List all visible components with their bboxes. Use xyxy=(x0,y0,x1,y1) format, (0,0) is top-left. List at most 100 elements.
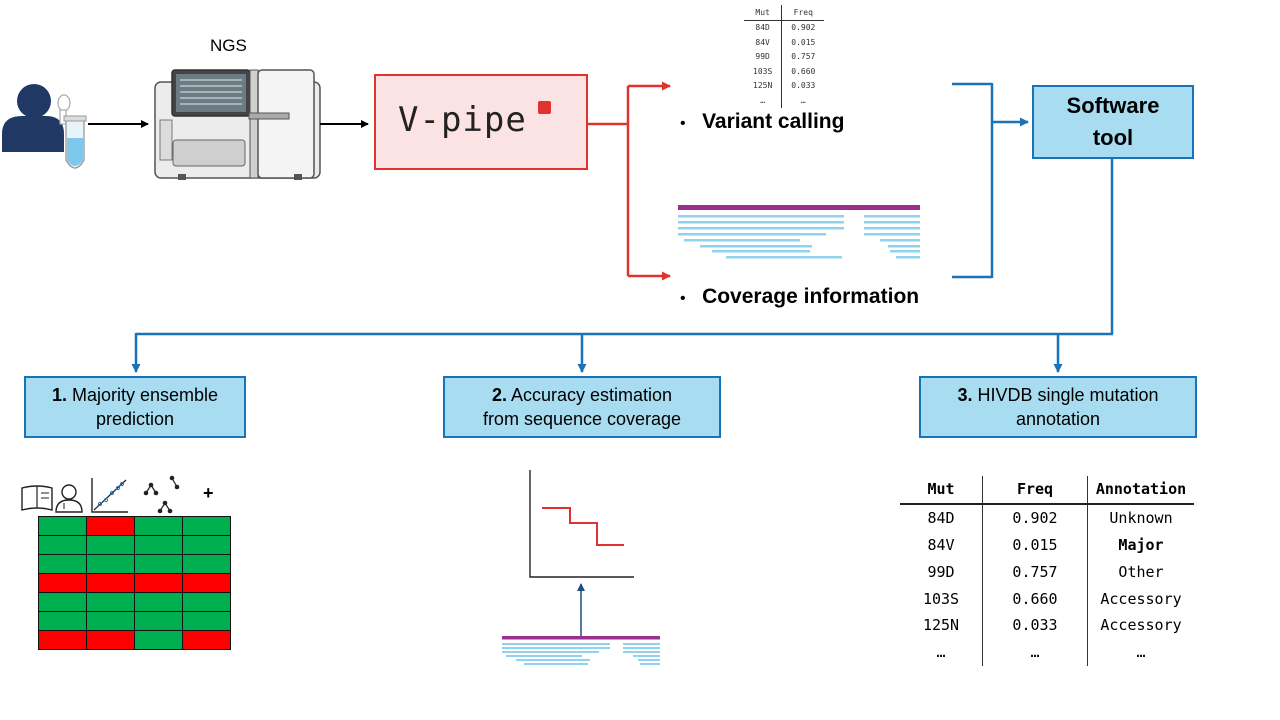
annotation-table-header: Annotation xyxy=(1087,476,1194,505)
table-cell: 0.902 xyxy=(791,23,816,33)
grid-cell-green xyxy=(38,535,87,555)
book-icon xyxy=(21,485,53,511)
grid-row xyxy=(38,516,231,536)
small-table-header: Freq xyxy=(781,5,825,21)
blue-distribution-connector xyxy=(131,159,1114,373)
ensemble-prediction-grid xyxy=(38,516,231,650)
table-cell: 0.902 xyxy=(982,503,1088,532)
table-cell: … xyxy=(744,93,783,108)
grid-cell-red xyxy=(86,516,135,536)
small-table-header: Mut xyxy=(744,5,783,21)
grid-cell-green xyxy=(86,535,135,555)
grid-cell-green xyxy=(182,611,231,631)
table-row: ……… xyxy=(900,638,1194,666)
table-cell: … xyxy=(1136,643,1146,662)
table-row: 84D 0.902 xyxy=(744,20,824,35)
grid-cell-green xyxy=(86,554,135,574)
vpipe-box xyxy=(374,74,588,170)
variant-calling-item: • Variant calling xyxy=(680,110,844,134)
accuracy-step-plot xyxy=(529,470,634,578)
coverage-reads-icon xyxy=(678,205,920,259)
grid-row xyxy=(38,611,231,631)
software-tool-box: Software tool xyxy=(1032,85,1194,159)
grid-cell-green xyxy=(38,516,87,536)
grid-cell-green xyxy=(86,592,135,612)
table-cell: 84V xyxy=(744,35,783,50)
bullet-icon: • xyxy=(680,115,686,132)
grid-cell-red xyxy=(134,573,183,593)
annotation-table-header: Freq xyxy=(982,476,1088,505)
table-cell: 125N xyxy=(900,611,983,639)
doctor-icon xyxy=(55,484,83,513)
grid-cell-green xyxy=(134,516,183,536)
task-subtitle: from sequence coverage xyxy=(482,409,682,429)
table-cell: Accessory xyxy=(1100,616,1182,635)
grid-cell-green xyxy=(182,516,231,536)
vpipe-label: V-pipe xyxy=(398,100,527,140)
table-cell: Accessory xyxy=(1100,589,1182,608)
grid-cell-green xyxy=(182,592,231,612)
table-cell: 0.033 xyxy=(791,81,816,91)
table-row: …… xyxy=(744,93,824,108)
table-cell: 0.033 xyxy=(982,611,1088,639)
task-title: Accuracy estimation xyxy=(510,385,673,405)
table-cell: 125N xyxy=(744,78,783,93)
table-cell: 84V xyxy=(900,531,983,559)
table-cell: 103S xyxy=(900,585,983,612)
grid-row xyxy=(38,592,231,612)
table-cell: 99D xyxy=(900,558,983,586)
task-number: 1. xyxy=(51,385,67,405)
table-cell: Major xyxy=(1118,535,1164,554)
table-cell: Other xyxy=(1118,562,1164,581)
grid-cell-red xyxy=(182,630,231,650)
table-cell: 103S xyxy=(744,64,783,79)
grid-row xyxy=(38,573,231,593)
task-subtitle: prediction xyxy=(95,409,175,429)
bullet-icon: • xyxy=(680,290,686,307)
annotation-table-header: Mut xyxy=(900,476,983,505)
plus-icon: + xyxy=(203,483,214,503)
table-cell: 0.660 xyxy=(982,585,1088,612)
grid-cell-green xyxy=(38,592,87,612)
grid-cell-red xyxy=(86,630,135,650)
grid-cell-red xyxy=(38,630,87,650)
ngs-label: NGS xyxy=(210,36,247,55)
task-subtitle: annotation xyxy=(1015,409,1101,429)
scatter-plot-icon xyxy=(91,478,128,513)
table-cell: … xyxy=(900,638,983,666)
grid-cell-red xyxy=(38,573,87,593)
software-tool-line2: tool xyxy=(1092,125,1134,150)
grid-cell-green xyxy=(134,611,183,631)
software-tool-line1: Software xyxy=(1066,93,1160,118)
table-cell: 84D xyxy=(744,20,783,35)
grid-cell-green xyxy=(86,611,135,631)
grid-row xyxy=(38,535,231,555)
coverage-reads-small-icon xyxy=(502,636,660,665)
table-cell: 84D xyxy=(900,503,983,532)
table-row: 125N 0.033 xyxy=(744,78,824,93)
grid-cell-green xyxy=(38,554,87,574)
table-cell: … xyxy=(800,95,806,105)
coverage-information-label: Coverage information xyxy=(702,285,920,308)
table-cell: Unknown xyxy=(1109,509,1173,528)
task-box-hivdb-annotation: 3. HIVDB single mutation annotation xyxy=(919,376,1197,438)
grid-row xyxy=(38,630,231,650)
grid-cell-red xyxy=(182,573,231,593)
task-title: Majority ensemble xyxy=(71,385,219,405)
task-title: HIVDB single mutation xyxy=(977,385,1159,405)
red-fork-connector xyxy=(588,81,671,281)
table-cell: 0.015 xyxy=(791,37,816,47)
grid-cell-green xyxy=(134,592,183,612)
variant-calling-label: Variant calling xyxy=(702,110,845,133)
patient-icon xyxy=(2,84,71,152)
table-cell: 0.757 xyxy=(982,558,1088,586)
grid-cell-green xyxy=(182,554,231,574)
